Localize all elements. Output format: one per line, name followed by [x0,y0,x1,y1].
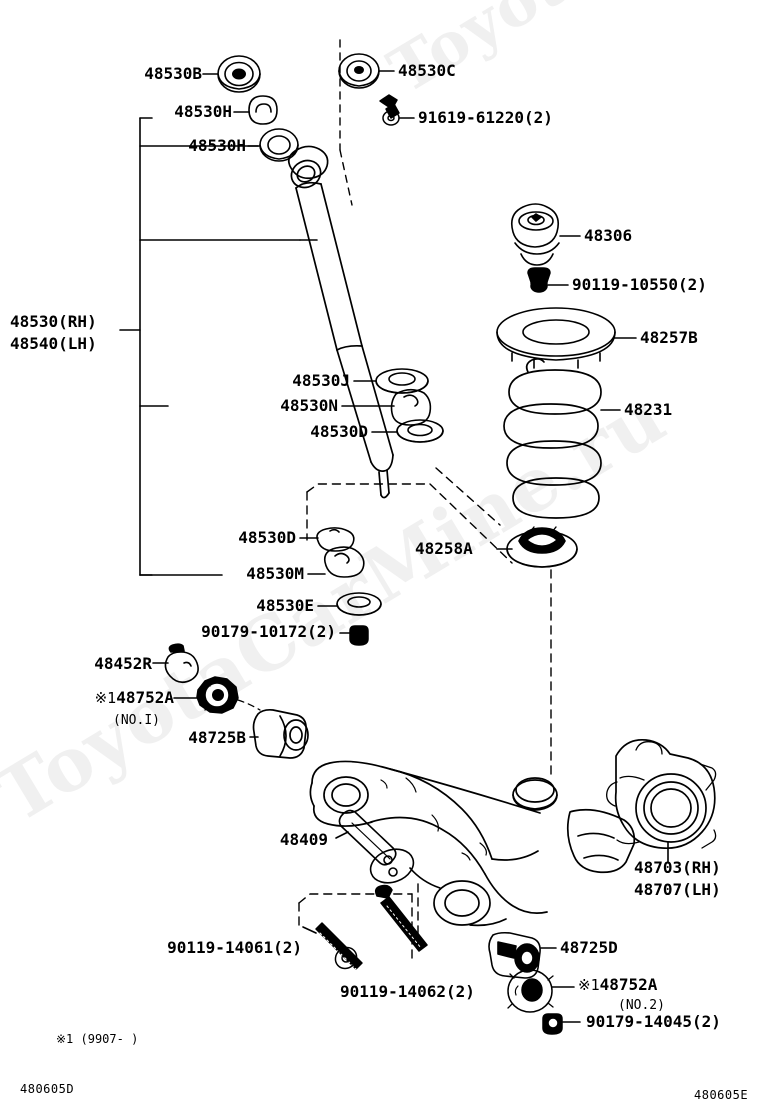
label-48530B: 48530B [144,64,202,83]
label-48258A: 48258A [415,539,473,558]
label-48752A-no1-sub: (NO.I) [113,713,160,728]
part-48530N [390,388,432,426]
label-48530D-upper: 48530D [310,422,368,441]
bracket-shock-assembly [119,117,301,576]
label-48530M: 48530M [246,564,304,583]
leader-90119-14061 [302,926,317,934]
label-48752A-no1: ※148752A [0,688,174,708]
part-48530D-upper [396,419,444,443]
leader-48409 [335,831,349,839]
sheet-code-left: 480605D [20,1082,75,1096]
part-48725B [252,708,309,759]
label-48530-rh: 48530(RH) [10,312,97,331]
label-48409: 48409 [279,830,328,849]
label-48257B: 48257B [640,328,698,347]
part-48409 [338,809,415,884]
label-48452R: 48452R [94,654,152,673]
label-48530H-2: 48530H [188,136,246,155]
label-48725B: 48725B [188,728,246,747]
part-90179-14045 [542,1013,563,1035]
label-48752A-no2-sub: (NO.2) [618,998,665,1013]
label-48703-rh: 48703(RH) [634,858,721,877]
sheet-code-right: 480605E [694,1088,749,1102]
part-48258A [506,526,578,568]
label-48530D-lower: 48530D [238,528,296,547]
part-48530C [338,53,380,89]
reference-mark-1: ※1 [94,689,117,707]
label-48306: 48306 [584,226,633,245]
part-90119-14061 [315,922,363,970]
label-90179-10172: 90179-10172(2) [201,622,336,641]
part-axle-carrier [606,738,717,850]
part-90179-10172 [349,625,369,646]
footnote-reference: ※1 (9907- ) [56,1032,139,1046]
part-91619-61220 [379,94,400,126]
label-48540-lh: 48540(LH) [10,334,97,353]
part-48530H-1 [248,95,278,125]
part-48452R [164,643,199,684]
label-48752A-no1-value: 48752A [116,688,174,707]
part-48530M [323,546,365,578]
part-48257B [496,307,616,369]
part-48752A-no2 [507,969,554,1013]
label-90119-14062: 90119-14062(2) [340,982,475,1001]
part-shock-absorber-body [287,145,394,499]
label-48530J: 48530J [292,371,350,390]
part-48530J [375,368,429,394]
label-48530N: 48530N [280,396,338,415]
label-48530H-1: 48530H [174,102,232,121]
label-48530C: 48530C [398,61,456,80]
dashed-link-cam1 [237,699,261,711]
label-48752A-no2: ※148752A [578,975,657,995]
dashed-axis-shock [339,39,353,206]
part-48725D [488,931,541,979]
label-48707-lh: 48707(LH) [634,880,721,899]
part-48752A-no1 [196,676,239,714]
label-91619-61220: 91619-61220(2) [418,108,553,127]
part-48530B [217,55,261,93]
label-48752A-no2-value: 48752A [599,975,658,994]
part-90119-10550 [527,267,551,293]
part-90119-14062 [374,884,428,952]
part-48306 [510,203,560,266]
dashed-guides-mid [306,467,513,564]
part-48530H-2 [259,128,299,162]
label-48725D: 48725D [560,938,618,957]
label-90119-14061: 90119-14061(2) [167,938,302,957]
label-90179-14045: 90179-14045(2) [586,1012,721,1031]
label-48530E: 48530E [256,596,314,615]
part-48530E [336,592,382,616]
part-48231 [503,358,602,519]
part-lower-control-arm [309,760,636,927]
label-90119-10550: 90119-10550(2) [572,275,707,294]
label-48231: 48231 [624,400,673,419]
reference-mark-2: ※1 [578,976,600,994]
part-48530D-lower [316,527,355,552]
